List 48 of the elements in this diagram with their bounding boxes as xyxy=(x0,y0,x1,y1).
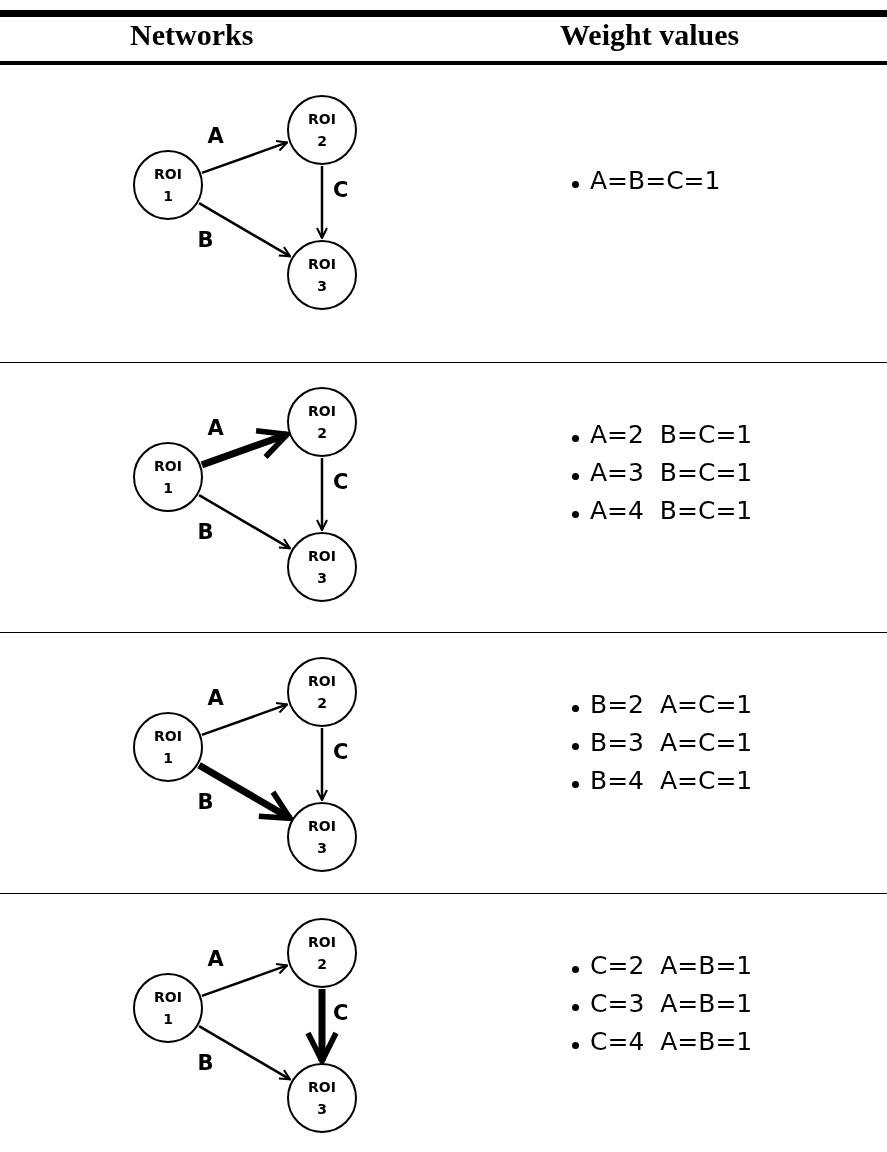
arrow xyxy=(201,140,289,175)
edge-label: A xyxy=(207,415,224,440)
arrow xyxy=(316,728,328,801)
bullet-text: A=4 B=C=1 xyxy=(590,496,753,525)
bullet-text: C=4 A=B=1 xyxy=(590,1027,753,1056)
bullet-text: B=4 A=C=1 xyxy=(590,766,753,795)
arrow xyxy=(316,458,328,531)
edge-label: B xyxy=(197,227,214,252)
column-header: Weight values xyxy=(560,18,740,52)
edge-label: C xyxy=(333,178,349,202)
arrow xyxy=(198,494,292,550)
node-label: ROI 3 xyxy=(307,547,337,588)
arrow xyxy=(316,166,328,239)
node-label: ROI 2 xyxy=(307,933,337,974)
edge-label: C xyxy=(333,470,349,494)
bullet-text: C=3 A=B=1 xyxy=(590,989,753,1018)
node-label: ROI 1 xyxy=(153,165,183,206)
arrow xyxy=(201,963,289,998)
node-label: ROI 3 xyxy=(307,1078,337,1119)
arrow xyxy=(305,989,339,1064)
node-label: ROI 1 xyxy=(153,727,183,768)
node-label: ROI 2 xyxy=(307,402,337,443)
arrow xyxy=(200,427,290,469)
node-label: ROI 2 xyxy=(307,672,337,713)
node-label: ROI 1 xyxy=(153,988,183,1029)
node-label: ROI 2 xyxy=(307,110,337,151)
node-label: ROI 1 xyxy=(153,457,183,498)
edge-label: C xyxy=(333,1001,349,1025)
edge-label: B xyxy=(197,789,214,814)
edge-label: B xyxy=(197,519,214,544)
edge-label: A xyxy=(207,685,224,710)
node-label: ROI 3 xyxy=(307,255,337,296)
arrow xyxy=(201,702,289,737)
edge-label: C xyxy=(333,740,349,764)
arrow xyxy=(198,1025,292,1081)
bullet-text: A=3 B=C=1 xyxy=(590,458,753,487)
column-header: Networks xyxy=(130,18,254,52)
edge-label: B xyxy=(197,1050,214,1075)
bullet-text: A=B=C=1 xyxy=(590,166,721,195)
bullet-text: B=2 A=C=1 xyxy=(590,690,753,719)
arrow xyxy=(197,762,293,822)
bullet-text: A=2 B=C=1 xyxy=(590,420,753,449)
bullet-text: B=3 A=C=1 xyxy=(590,728,753,757)
arrow xyxy=(198,202,292,258)
node-label: ROI 3 xyxy=(307,817,337,858)
edge-label: A xyxy=(207,123,224,148)
bullet-text: C=2 A=B=1 xyxy=(590,951,753,980)
edge-label: A xyxy=(207,946,224,971)
